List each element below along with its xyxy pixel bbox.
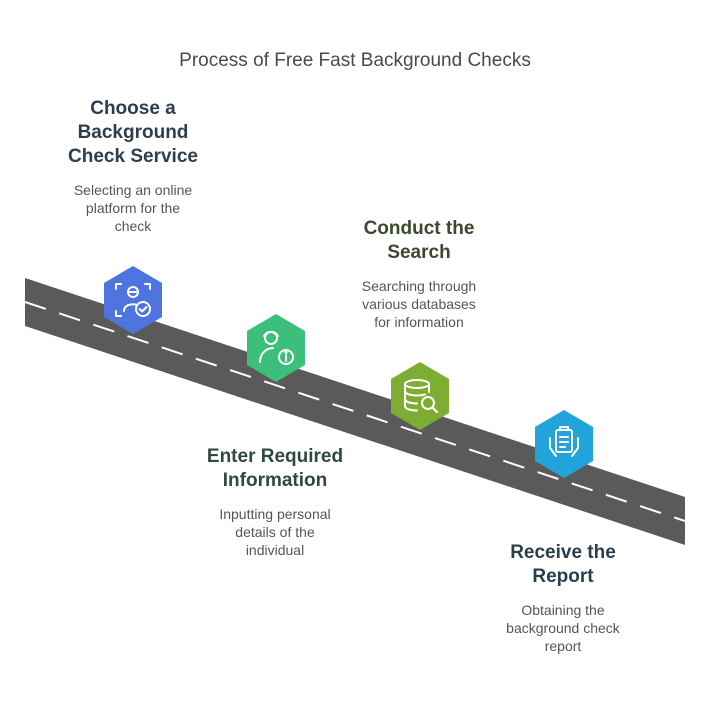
- clipboard-hands-icon: [549, 426, 579, 457]
- step-4-text: Receive the Report Obtaining the backgro…: [478, 541, 648, 655]
- diagram-title: Process of Free Fast Background Checks: [179, 50, 531, 71]
- step-4-title: Receive the Report: [510, 542, 616, 587]
- step-1-marker: [104, 266, 162, 334]
- road-center-dashes: [24, 301, 686, 522]
- step-1-text: Choose a Background Check Service Select…: [48, 97, 218, 235]
- step-2-description: Inputting personal details of the indivi…: [219, 506, 331, 558]
- step-2-text: Enter Required Information Inputting per…: [190, 445, 360, 559]
- user-info-icon: [259, 330, 294, 365]
- step-2-marker: [247, 314, 305, 382]
- step-3-text: Conduct the Search Searching through var…: [334, 217, 504, 331]
- step-3-description: Searching through various databases for …: [361, 278, 477, 330]
- road: [25, 278, 685, 545]
- step-4-description: Obtaining the background check report: [506, 602, 620, 654]
- step-2-title: Enter Required Information: [206, 446, 344, 491]
- step-1-description: Selecting an online platform for the che…: [73, 182, 193, 234]
- step-3-marker: [391, 362, 449, 430]
- user-check-icon: [115, 283, 151, 317]
- step-4-marker: [535, 410, 593, 478]
- step-3-title: Conduct the Search: [363, 218, 475, 263]
- hexagon-teal: [535, 410, 593, 478]
- step-1-title: Choose a Background Check Service: [68, 98, 198, 167]
- database-search-icon: [404, 379, 438, 413]
- hexagon-green: [247, 314, 305, 382]
